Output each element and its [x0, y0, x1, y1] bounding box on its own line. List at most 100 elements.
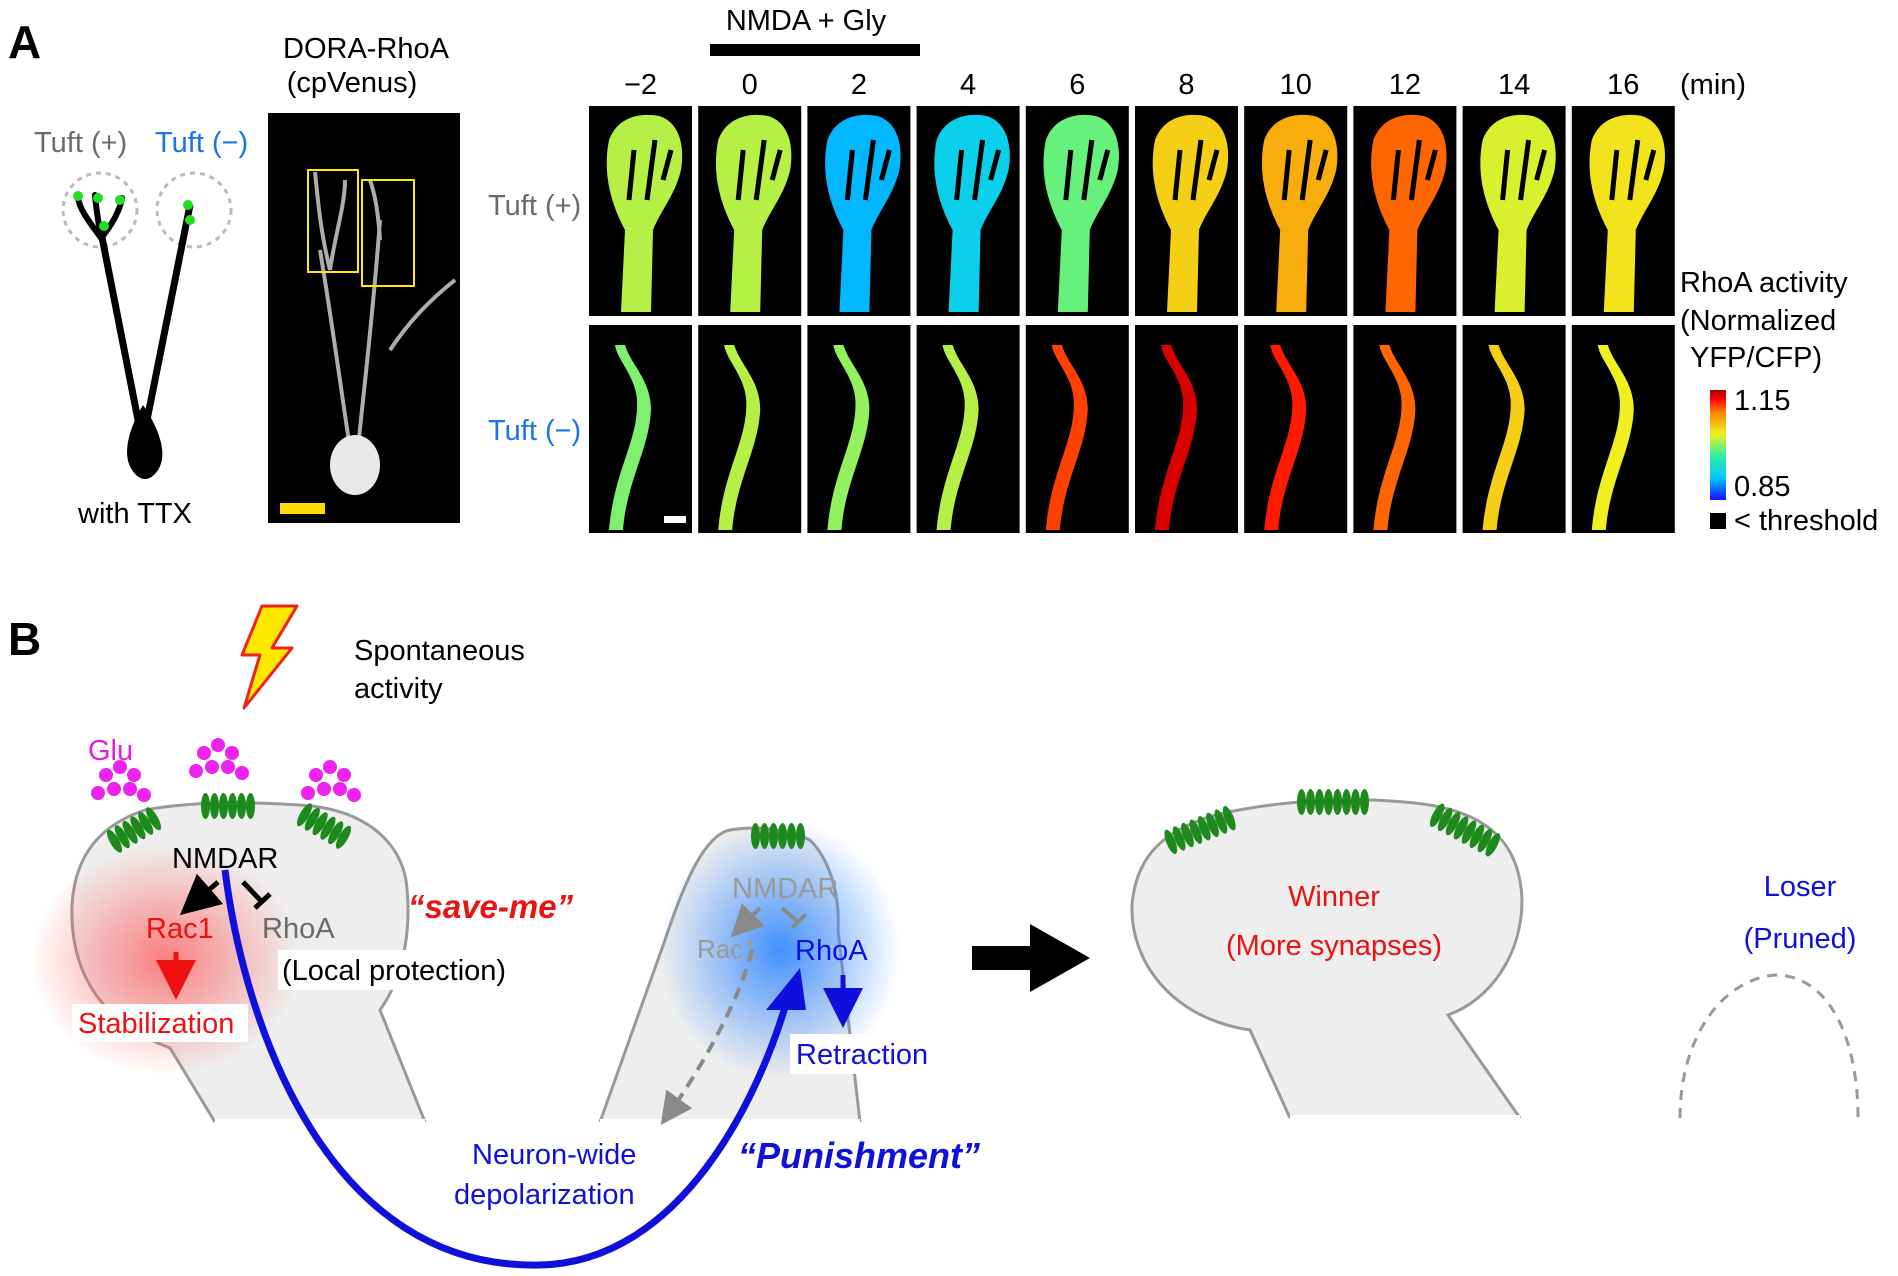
tuft-pos-gaps	[735, 139, 783, 201]
dendrite-middle	[598, 820, 900, 1125]
nmdar-subunit	[228, 793, 237, 819]
panel-a-letter: A	[8, 16, 41, 68]
nmdar-subunit	[1214, 809, 1228, 834]
time-unit: (min)	[1680, 69, 1746, 101]
nmdar-subunit	[145, 807, 162, 831]
nmdar-subunit	[335, 825, 352, 849]
glutamate-dot	[197, 746, 211, 760]
tuft-neg-signal	[1373, 345, 1416, 530]
glutamate-dot	[211, 738, 225, 752]
tuft-pos-gaps	[626, 139, 674, 201]
nmdar-subunit	[1297, 789, 1306, 815]
image-frames	[589, 106, 1675, 533]
nmdar-subunit	[304, 807, 320, 831]
colorbar-min: 0.85	[1734, 471, 1790, 503]
tuft-pos-signal	[715, 114, 792, 312]
transition-arrow	[972, 924, 1090, 992]
glu-label: Glu	[88, 735, 133, 767]
tuft-neg-signal	[1591, 345, 1634, 530]
roi-box-neg	[361, 179, 415, 287]
glutamate-dot	[333, 782, 347, 796]
threshold-label: < threshold	[1734, 505, 1878, 537]
nmdar-subunit	[1429, 803, 1445, 827]
retraction-box	[790, 1034, 936, 1074]
time-label: 10	[1280, 69, 1312, 101]
inhibit-nmdar2-rhoa	[780, 906, 808, 930]
tuft-neg-signal	[827, 345, 870, 530]
nmdar-receptor-cluster	[106, 807, 162, 853]
tuft-pos-gaps	[1281, 139, 1329, 201]
tuft-pos-label: Tuft (+)	[34, 127, 127, 159]
punishment-label: “Punishment”	[738, 1135, 980, 1176]
tuft-pos-signal	[606, 114, 683, 312]
spine-dot	[99, 221, 109, 231]
arrow-nmdar-rac1	[179, 873, 224, 916]
glutamate-dot	[347, 788, 361, 802]
dendrite-neg	[141, 204, 194, 431]
time-label: 2	[851, 69, 867, 101]
nmdar-receptor-cluster	[1297, 789, 1369, 815]
nmdar-subunit	[1437, 807, 1453, 832]
colorbar: RhoA activity (Normalized YFP/CFP) 1.15 …	[1680, 267, 1878, 537]
glutamate-dot	[301, 786, 315, 800]
micrograph-title: DORA-RhoA	[283, 33, 450, 65]
nmdar-subunit	[1469, 824, 1485, 849]
dashed-gray-arrow	[660, 949, 754, 1126]
colorbar-max: 1.15	[1734, 385, 1790, 417]
tuft-neg-circle	[155, 171, 233, 249]
spine-dot	[183, 200, 193, 210]
nmdar-subunit	[1181, 822, 1194, 848]
nmdar-subunit	[1164, 829, 1178, 854]
tuft-neg-label: Tuft (−)	[155, 127, 248, 159]
arrow-nmdar2-rac1	[730, 903, 765, 938]
nmdar-subunit	[787, 823, 796, 849]
nmdar-subunit	[1360, 789, 1369, 815]
nmdar-subunit	[138, 811, 154, 835]
panel-b-letter: B	[8, 613, 41, 665]
nmdar-subunit	[296, 803, 313, 827]
colorbar-title-1: RhoA activity	[1680, 267, 1848, 299]
stabilization-box	[72, 1004, 248, 1042]
roi-box-pos	[307, 169, 359, 273]
nmdar-subunit	[1477, 828, 1493, 853]
tuft-neg-signal	[1482, 345, 1525, 530]
nmdar-subunit	[1351, 789, 1360, 815]
stabilization-label: Stabilization	[78, 1008, 234, 1040]
time-label: 14	[1498, 69, 1530, 101]
tuft-pos-signal	[1589, 114, 1665, 312]
neuron-wide-label-2: depolarization	[454, 1179, 635, 1211]
glutamate-dot	[205, 760, 219, 774]
glutamate-dot	[91, 786, 105, 800]
lightning-icon	[240, 604, 299, 710]
colorbar-title-3: YFP/CFP)	[1690, 342, 1822, 374]
nmdar-receptor-cluster	[296, 803, 352, 849]
time-label: 6	[1069, 69, 1085, 101]
nmdar-subunit	[1485, 833, 1501, 857]
nmdar-subunit	[760, 823, 769, 849]
soma	[127, 405, 163, 479]
glutamate-dot	[113, 760, 127, 774]
nmdar-subunit	[1189, 819, 1203, 844]
rhoa-label-mid: RhoA	[795, 935, 868, 967]
loser-label: Loser	[1764, 871, 1837, 903]
nmdar-subunit	[778, 823, 787, 849]
nmdar-subunit	[1172, 826, 1186, 851]
dendrite-winner	[1130, 789, 1524, 1121]
neuron-schematic: Tuft (+) Tuft (−) with TTX	[34, 127, 248, 530]
nmdar-receptor-cluster	[201, 793, 255, 819]
spine-dot	[93, 193, 103, 203]
tuft-neg-signal	[718, 345, 761, 530]
tuft-pos-gaps	[1390, 139, 1438, 201]
nmdar-subunit	[751, 823, 760, 849]
nmdar-subunit	[1197, 816, 1211, 841]
spine-dot	[115, 195, 125, 205]
nmdar-subunit	[1342, 789, 1351, 815]
tuft-pos-gaps	[1609, 139, 1657, 201]
winner-sub-label: (More synapses)	[1226, 930, 1442, 962]
nmdar-label-mid: NMDAR	[732, 873, 838, 905]
tuft-pos-circle	[61, 171, 139, 249]
micrograph-subtitle: (cpVenus)	[287, 67, 418, 99]
spontaneous-label-2: activity	[354, 673, 443, 705]
glutamate-dot	[337, 768, 351, 782]
